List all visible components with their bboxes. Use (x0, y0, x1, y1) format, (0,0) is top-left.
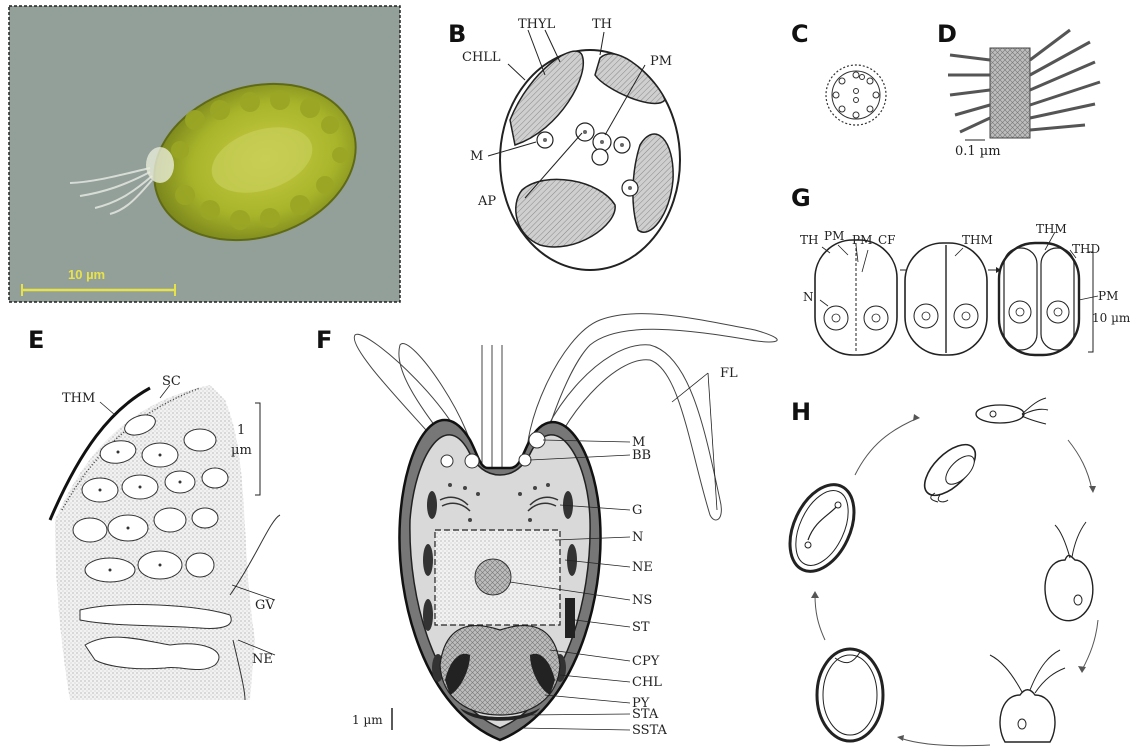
label-sc: SC (162, 374, 181, 389)
label-ap: AP (477, 194, 496, 209)
label-scale-1: 1 (237, 423, 245, 438)
label-cpy: CPY (632, 654, 660, 669)
label-thd: THD (1072, 242, 1100, 256)
resting-cyst-stage (817, 649, 883, 741)
label-thm-e: THM (62, 391, 95, 406)
label-chl: CHL (632, 675, 662, 690)
label-scale-g: 10 µm (1092, 311, 1131, 325)
label-thyl: THYL (518, 17, 556, 32)
label-th-g: TH (800, 233, 818, 247)
label-pm-g1: PM (824, 229, 844, 243)
label-th: TH (592, 17, 612, 32)
label-cf: CF (878, 233, 896, 247)
label-m: M (470, 149, 483, 164)
panel-g-division-sequence: TH PM PM CF THM THM THD N PM 10 µm (800, 222, 1131, 355)
release-stage (916, 398, 1048, 504)
panel-e-golgi-detail: THM SC 1 µm GV NE (50, 374, 280, 700)
dividing-stage (990, 650, 1065, 742)
cyst-stage (777, 474, 867, 581)
panel-d-flagellar-hairs: 0.1 µm (948, 30, 1100, 159)
label-gv: GV (255, 598, 275, 613)
label-n-f: N (632, 530, 643, 545)
label-pm-g2: PM (852, 233, 872, 247)
label-chll: CHLL (462, 50, 501, 65)
label-g: G (632, 503, 642, 518)
panel-b-diagram: THYL TH CHLL PM M AP (462, 17, 680, 270)
label-thm-g1: THM (962, 233, 993, 247)
label-n-g: N (803, 290, 814, 304)
panel-h-life-cycle (777, 398, 1098, 746)
label-scale-d: 0.1 µm (955, 144, 1001, 159)
nucleolus (475, 559, 511, 595)
dividing-cell (999, 243, 1079, 355)
label-pm: PM (650, 54, 672, 69)
label-ne-f: NE (632, 560, 653, 575)
label-thm-g2: THM (1036, 222, 1067, 236)
label-bb: BB (632, 448, 651, 463)
label-ne-e: NE (252, 652, 273, 667)
panel-a-micrograph: 10 µm (9, 6, 400, 302)
scale-bar-label: 10 µm (68, 267, 105, 282)
label-scale-um: µm (231, 443, 252, 458)
label-ns: NS (632, 593, 652, 608)
panel-c-flagellum-cross-section (826, 65, 886, 125)
label-ssta: SSTA (632, 723, 668, 738)
label-sta: STA (632, 707, 659, 722)
panel-f-cell-ultrastructure: FL M BB G N NE NS ST CPY CHL PY STA SSTA… (352, 314, 777, 740)
label-scale-f: 1 µm (352, 713, 383, 727)
motile-cell-stage (1045, 522, 1093, 621)
dividing-cell (815, 240, 897, 355)
label-st: ST (632, 620, 650, 635)
label-pm-g3: PM (1098, 289, 1118, 303)
label-fl: FL (720, 366, 738, 381)
